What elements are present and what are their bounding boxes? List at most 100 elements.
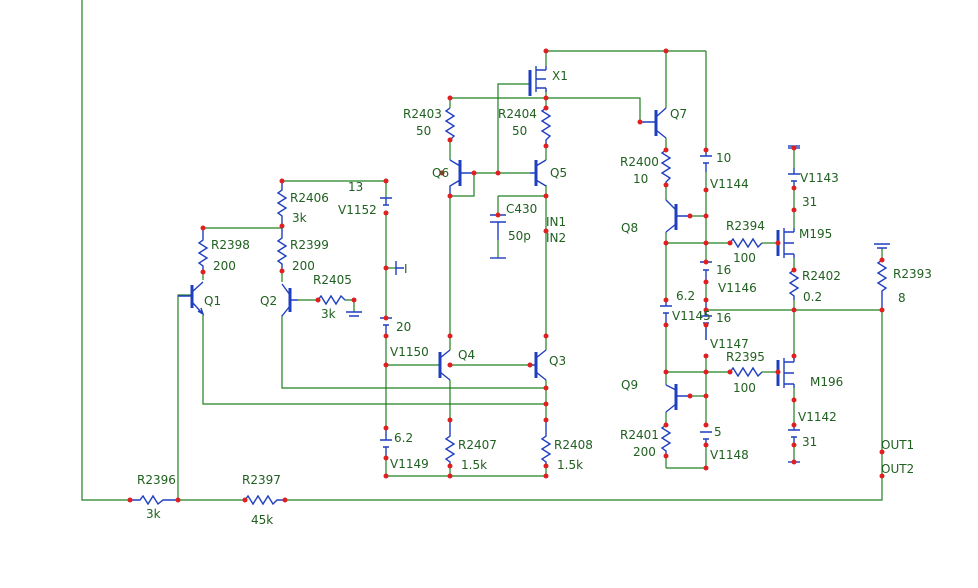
label-V1150: V1150 [390, 345, 429, 359]
label-node-20: 20 [396, 320, 411, 334]
label-V1142: V1142 [798, 410, 837, 424]
label-V1152: V1152 [338, 203, 377, 217]
mosfet-X1 [528, 66, 547, 96]
label-V1144-value: 10 [716, 151, 731, 165]
labels: X1 R2403 50 R2404 50 Q7 Q6 Q5 R2400 10 1… [137, 69, 932, 527]
resistor-R2408 [540, 420, 552, 466]
label-R2402: R2402 [802, 269, 841, 283]
label-R2398-value: 200 [213, 259, 236, 273]
label-R2403-value: 50 [416, 124, 431, 138]
label-V1145: V1145 [672, 309, 711, 323]
label-R2401-value: 200 [633, 445, 656, 459]
label-R2406: R2406 [290, 191, 329, 205]
label-R2404: R2404 [498, 107, 537, 121]
label-Q3: Q3 [549, 354, 566, 368]
resistor-R2396 [130, 494, 178, 506]
resistor-R2393 [876, 259, 888, 310]
label-R2395-value: 100 [733, 381, 756, 395]
transistor-Q6 [449, 159, 474, 196]
transistors [178, 66, 795, 413]
label-V1146-value: 16 [716, 263, 731, 277]
label-R2404-value: 50 [512, 124, 527, 138]
resistor-R2406 [276, 181, 288, 226]
label-V1149-value: 6.2 [394, 431, 413, 445]
label-V1146: V1146 [718, 281, 757, 295]
label-Q7: Q7 [670, 107, 687, 121]
label-OUT2: OUT2 [881, 462, 914, 476]
transistor-Q5 [530, 159, 547, 187]
label-V1148: V1148 [710, 448, 749, 462]
label-R2399: R2399 [290, 238, 329, 252]
label-Q1: Q1 [204, 294, 221, 308]
transistor-Q9 [665, 384, 690, 413]
label-M196: M196 [810, 375, 843, 389]
label-V1143-value: 31 [802, 195, 817, 209]
label-R2393: R2393 [893, 267, 932, 281]
ground-R2405 [346, 311, 362, 317]
resistors [130, 107, 888, 506]
transistor-Q7 [640, 107, 667, 139]
label-V1145-value: 6.2 [676, 289, 695, 303]
battery-V1145 [660, 300, 672, 325]
label-R2407-value: 1.5k [461, 458, 487, 472]
label-R2397: R2397 [242, 473, 281, 487]
battery-V1149 [380, 428, 392, 458]
label-R2394-value: 100 [733, 251, 756, 265]
current-source-I [395, 261, 404, 275]
label-R2402-value: 0.2 [803, 290, 822, 304]
label-R2406-value: 3k [292, 211, 307, 225]
label-R2407: R2407 [458, 438, 497, 452]
label-R2408: R2408 [554, 438, 593, 452]
label-Q9: Q9 [621, 378, 638, 392]
label-Q2: Q2 [260, 294, 277, 308]
label-R2405: R2405 [313, 273, 352, 287]
transistor-Q8 [665, 199, 690, 233]
resistor-R2399 [276, 226, 288, 271]
label-X1: X1 [552, 69, 568, 83]
battery-V1150 [380, 317, 392, 336]
label-I: I [404, 262, 408, 276]
label-M195: M195 [799, 227, 832, 241]
label-Q4: Q4 [458, 348, 475, 362]
label-node-13: 13 [348, 180, 363, 194]
label-IN2: IN2 [546, 231, 566, 245]
label-R2400-value: 10 [633, 172, 648, 186]
label-V1142-value: 31 [802, 435, 817, 449]
label-R2395: R2395 [726, 350, 765, 364]
label-R2405-value: 3k [321, 307, 336, 321]
label-R2393-value: 8 [898, 291, 906, 305]
resistor-R2404 [540, 107, 552, 146]
resistor-R2398 [197, 228, 209, 272]
label-V1149: V1149 [390, 457, 429, 471]
resistor-R2401 [660, 424, 672, 456]
junction-dots [127, 48, 885, 503]
label-R2400: R2400 [620, 155, 659, 169]
label-V1143: V1143 [800, 171, 839, 185]
label-IN1: IN1 [546, 215, 566, 229]
label-R2401: R2401 [620, 428, 659, 442]
resistor-R2402 [788, 269, 800, 300]
label-R2403: R2403 [403, 107, 442, 121]
label-V1147-value: 16 [716, 311, 731, 325]
resistor-R2394 [729, 237, 763, 249]
battery-V1146 [700, 261, 712, 282]
label-V1148-value: 5 [714, 425, 722, 439]
mosfet-M196 [776, 358, 795, 388]
resistor-R2400 [660, 149, 672, 185]
label-Q6: Q6 [432, 166, 449, 180]
resistor-R2397 [244, 494, 285, 506]
resistor-R2395 [729, 366, 763, 378]
label-C430: C430 [506, 202, 537, 216]
label-R2408-value: 1.5k [557, 458, 583, 472]
label-R2396: R2396 [137, 473, 176, 487]
label-C430-value: 50p [508, 229, 531, 243]
transistor-Q2 [281, 283, 298, 317]
resistor-R2407 [444, 420, 456, 466]
label-Q5: Q5 [550, 166, 567, 180]
resistor-R2403 [444, 107, 456, 141]
label-R2399-value: 200 [292, 259, 315, 273]
label-R2398: R2398 [211, 238, 250, 252]
label-R2394: R2394 [726, 219, 765, 233]
